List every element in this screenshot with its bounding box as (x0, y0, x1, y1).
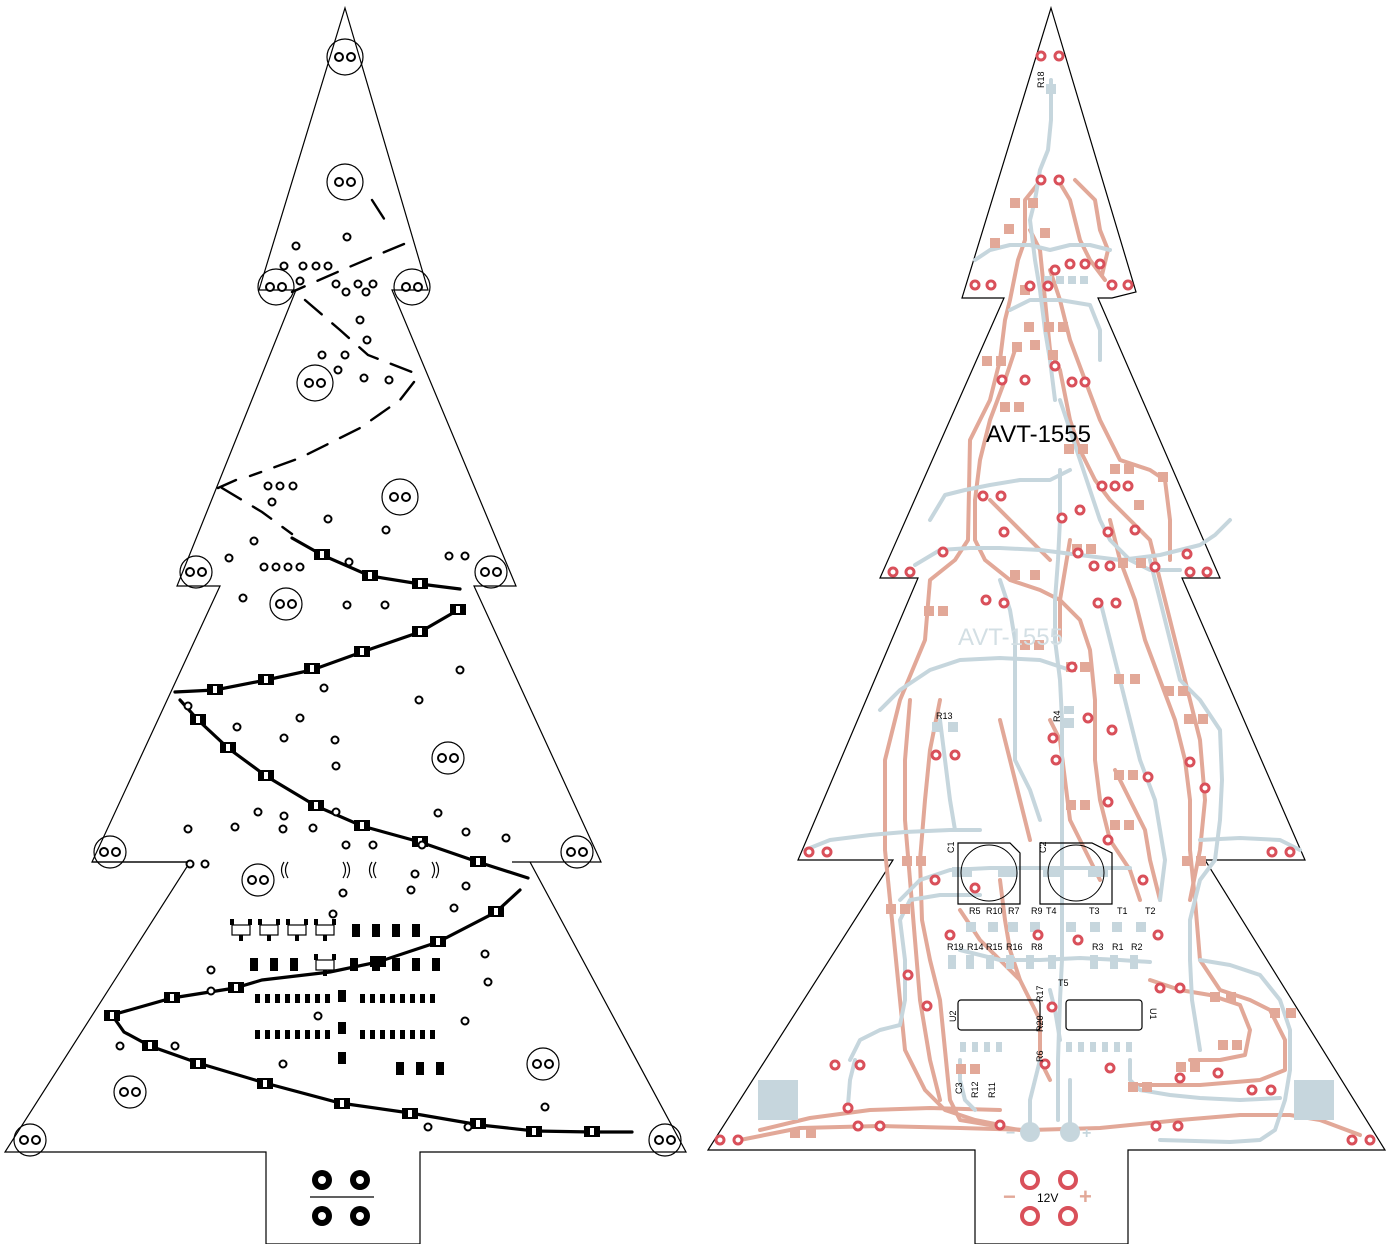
pad-minus-sign: − (1006, 1125, 1015, 1142)
right-power-input (1020, 1122, 1080, 1226)
left-ic-u1 (360, 994, 435, 1039)
pad-plus-sign: + (1082, 1125, 1091, 1142)
ref-r18: R18 (1036, 71, 1046, 88)
ref-r17: R17 (1035, 985, 1045, 1002)
ref-t2: T2 (1145, 906, 1156, 916)
right-smd-pads-bottom (932, 84, 1146, 1052)
ref-r15: R15 (986, 942, 1003, 952)
ref-r6: R6 (1035, 1050, 1045, 1062)
component-designators: R18 R13 R4 C1 C2 R5 R10 R7 R9 T4 T3 T1 T… (936, 71, 1158, 1098)
ref-r3: R3 (1092, 942, 1104, 952)
ref-t5: T5 (1058, 978, 1069, 988)
ref-r8: R8 (1031, 942, 1043, 952)
left-power-connector (310, 1170, 374, 1226)
left-board-view (3, 5, 688, 1245)
ref-c1: C1 (946, 841, 956, 853)
ref-r4: R4 (1052, 710, 1062, 722)
ref-r9: R9 (1031, 906, 1043, 916)
left-garland-track-1 (290, 536, 462, 591)
left-smd-block (230, 861, 444, 1075)
ref-t4: T4 (1046, 906, 1057, 916)
right-board-view: AVT-1555 AVT-1555 12V − + − + R18 R13 R4… (706, 5, 1387, 1245)
right-ic-u1 (1065, 999, 1143, 1031)
board-title: AVT-1555 (986, 421, 1091, 448)
supply-minus-sign: − (1003, 1184, 1016, 1209)
left-garland-track-3 (178, 698, 530, 880)
ref-u1: U1 (1148, 1008, 1158, 1020)
right-big-pad-left (758, 1080, 798, 1120)
right-ic-u2 (957, 999, 1041, 1031)
ref-r16: R16 (1006, 942, 1023, 952)
ref-r19: R19 (947, 942, 964, 952)
ref-r1: R1 (1112, 942, 1124, 952)
ref-t1: T1 (1117, 906, 1128, 916)
ref-r20: R20 (1035, 1015, 1045, 1032)
ref-c2: C2 (1038, 841, 1048, 853)
ref-r7: R7 (1008, 906, 1020, 916)
ref-r5: R5 (969, 906, 981, 916)
left-garland-track-2 (173, 608, 460, 694)
ref-c3: C3 (954, 1082, 964, 1094)
ref-r11: R11 (987, 1082, 997, 1098)
ref-r14: R14 (967, 942, 984, 952)
left-garland-top (216, 198, 416, 536)
ref-r13: R13 (936, 711, 953, 721)
right-through-hole-pads (714, 50, 1376, 1146)
supply-plus-sign: + (1079, 1184, 1092, 1209)
right-capacitors (957, 842, 1113, 905)
ref-r10: R10 (986, 906, 1003, 916)
right-smd-pads (790, 198, 1296, 1138)
left-garland-track-4 (110, 888, 522, 1017)
left-big-led-footprints (13, 38, 682, 1157)
right-big-pad-right (1294, 1080, 1334, 1120)
ref-r2: R2 (1131, 942, 1143, 952)
ref-r12: R12 (970, 1081, 980, 1098)
supply-voltage-label: 12V (1037, 1191, 1058, 1205)
right-bottom-copper (803, 78, 1302, 1144)
left-ic-u2 (255, 994, 330, 1039)
ref-t3: T3 (1089, 906, 1100, 916)
board-title-mirror: AVT-1555 (958, 624, 1063, 651)
left-vias (115, 232, 550, 1132)
ref-u2: U2 (948, 1010, 958, 1022)
